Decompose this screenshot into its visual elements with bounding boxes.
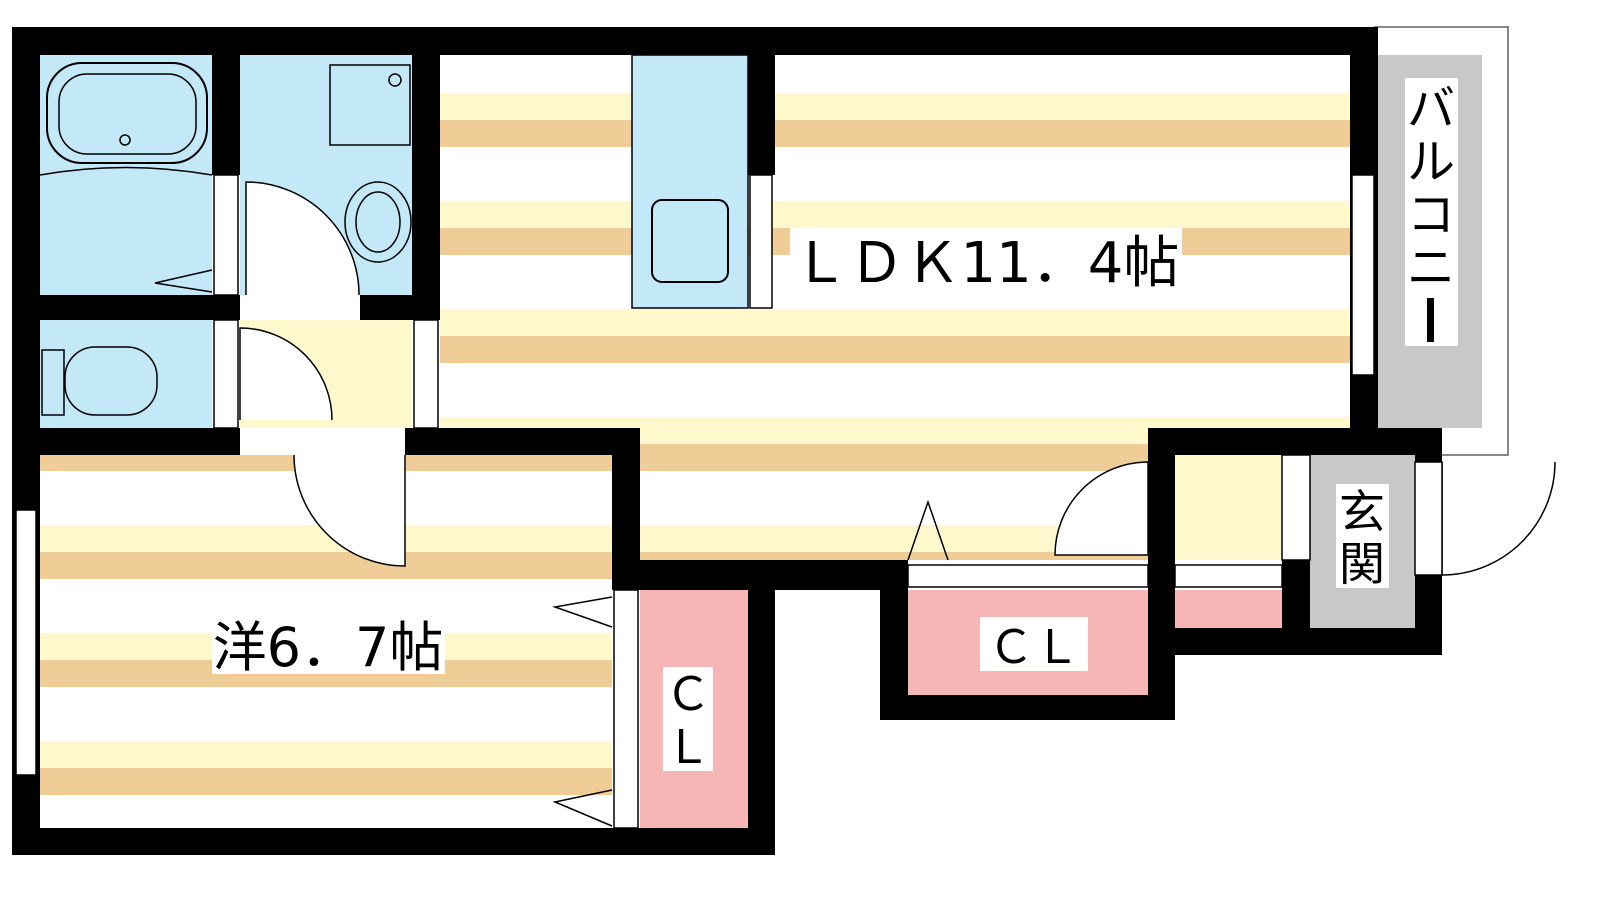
balcony-char: ル bbox=[1407, 134, 1455, 190]
washing-machine-icon bbox=[329, 64, 411, 146]
balcony-char: バ bbox=[1407, 81, 1455, 137]
entrance-hall bbox=[1175, 455, 1282, 560]
kitchen-counter bbox=[631, 54, 749, 309]
closet-side-label-l: Ｌ bbox=[665, 720, 711, 774]
balcony-label: バ ル コ ニ bbox=[1407, 81, 1455, 342]
bathtub-icon bbox=[46, 62, 208, 164]
sink-icon bbox=[344, 181, 412, 263]
closet-bottom-label: ＣＬ bbox=[988, 620, 1080, 674]
western-label-bg bbox=[212, 614, 445, 674]
entrance-label-2: 関 bbox=[1339, 537, 1385, 591]
balcony-char: コ bbox=[1407, 187, 1455, 243]
closet-side-label-c: Ｃ bbox=[665, 667, 711, 721]
window-west bbox=[15, 509, 37, 776]
balcony-char: ニ bbox=[1407, 240, 1455, 296]
stove-icon bbox=[651, 199, 729, 283]
doors bbox=[154, 181, 1556, 829]
western-room-label: 洋6．7帖 bbox=[213, 616, 444, 679]
toilet-icon bbox=[64, 346, 158, 416]
bathroom bbox=[40, 55, 212, 295]
window-balcony bbox=[1351, 174, 1375, 376]
ldk-label-bg bbox=[790, 228, 1182, 290]
entrance-label-1: 玄 bbox=[1339, 485, 1385, 539]
toilet bbox=[40, 320, 212, 428]
shoe-closet bbox=[1175, 590, 1282, 628]
ldk-label: ＬＤＫ11．4帖 bbox=[793, 231, 1180, 296]
